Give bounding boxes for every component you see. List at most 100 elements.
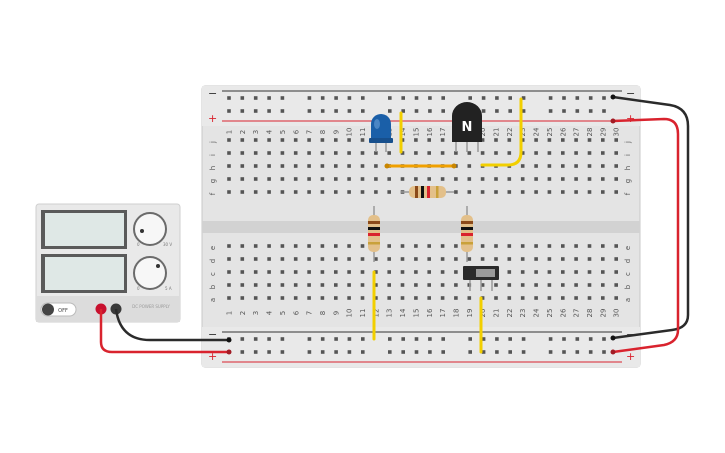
terminal-hole[interactable]	[467, 177, 472, 181]
terminal-hole[interactable]	[400, 283, 405, 287]
terminal-hole[interactable]	[240, 257, 245, 261]
breadboard[interactable]: − + − + − + − + 112233445566778899101011…	[201, 85, 641, 368]
terminal-hole[interactable]	[454, 151, 458, 155]
terminal-hole[interactable]	[614, 244, 618, 248]
rail-hole[interactable]	[495, 109, 499, 113]
terminal-hole[interactable]	[534, 257, 538, 261]
terminal-hole[interactable]	[334, 283, 338, 287]
terminal-hole[interactable]	[494, 138, 498, 142]
terminal-hole[interactable]	[601, 257, 605, 261]
terminal-hole[interactable]	[587, 138, 592, 142]
terminal-hole[interactable]	[414, 296, 418, 300]
terminal-hole[interactable]	[507, 151, 512, 155]
terminal-hole[interactable]	[587, 244, 592, 248]
terminal-hole[interactable]	[267, 296, 271, 300]
current-knob[interactable]	[133, 256, 167, 290]
power-supply[interactable]: 0 30 V 0 5 A OFF DC POWER SUPPLY	[35, 203, 181, 323]
terminal-hole[interactable]	[280, 138, 285, 142]
terminal-hole[interactable]	[374, 190, 378, 194]
rail-hole[interactable]	[240, 109, 245, 113]
terminal-hole[interactable]	[240, 283, 245, 287]
rail-hole[interactable]	[414, 96, 419, 100]
terminal-hole[interactable]	[280, 257, 285, 261]
red-supply-wire-left[interactable]	[99, 309, 232, 355]
terminal-hole[interactable]	[414, 244, 418, 248]
terminal-hole[interactable]	[561, 177, 565, 181]
terminal-hole[interactable]	[307, 270, 311, 274]
rail-hole[interactable]	[227, 96, 231, 100]
terminal-hole[interactable]	[387, 190, 391, 194]
rail-hole[interactable]	[521, 337, 526, 341]
rail-hole[interactable]	[334, 350, 338, 354]
terminal-hole[interactable]	[454, 257, 458, 261]
terminal-hole[interactable]	[293, 138, 298, 142]
rail-hole[interactable]	[428, 96, 432, 100]
terminal-hole[interactable]	[494, 190, 498, 194]
terminal-hole[interactable]	[427, 296, 431, 300]
terminal-hole[interactable]	[293, 177, 298, 181]
rail-hole[interactable]	[575, 337, 580, 341]
resistor-vertical-left[interactable]	[368, 206, 380, 262]
terminal-hole[interactable]	[440, 296, 445, 300]
terminal-hole[interactable]	[280, 151, 285, 155]
terminal-hole[interactable]	[227, 164, 231, 168]
rail-hole[interactable]	[401, 109, 405, 113]
rail-hole[interactable]	[468, 350, 472, 354]
rail-hole[interactable]	[401, 337, 405, 341]
yellow-jumper-wire-2[interactable]	[480, 97, 523, 167]
terminal-hole[interactable]	[440, 177, 445, 181]
terminal-hole[interactable]	[320, 190, 325, 194]
terminal-hole[interactable]	[240, 190, 245, 194]
rail-hole[interactable]	[334, 109, 338, 113]
terminal-hole[interactable]	[427, 283, 431, 287]
terminal-hole[interactable]	[280, 190, 285, 194]
terminal-hole[interactable]	[227, 270, 231, 274]
terminal-hole[interactable]	[307, 164, 311, 168]
terminal-hole[interactable]	[374, 270, 378, 274]
terminal-hole[interactable]	[494, 257, 498, 261]
terminal-hole[interactable]	[547, 283, 552, 287]
terminal-hole[interactable]	[534, 244, 538, 248]
terminal-hole[interactable]	[614, 283, 618, 287]
rail-hole[interactable]	[280, 96, 285, 100]
terminal-hole[interactable]	[320, 177, 325, 181]
rail-hole[interactable]	[307, 109, 312, 113]
blue-led[interactable]	[369, 114, 393, 152]
terminal-hole[interactable]	[480, 138, 485, 142]
rail-hole[interactable]	[562, 109, 566, 113]
rail-hole[interactable]	[361, 96, 365, 100]
terminal-hole[interactable]	[494, 177, 498, 181]
terminal-hole[interactable]	[587, 164, 592, 168]
terminal-hole[interactable]	[480, 177, 485, 181]
rail-hole[interactable]	[481, 109, 486, 113]
rail-hole[interactable]	[267, 337, 271, 341]
rail-hole[interactable]	[267, 96, 271, 100]
red-rail-wire-right[interactable]	[610, 117, 680, 355]
terminal-hole[interactable]	[507, 177, 512, 181]
terminal-hole[interactable]	[454, 283, 458, 287]
rail-hole[interactable]	[388, 350, 392, 354]
terminal-hole[interactable]	[387, 296, 391, 300]
terminal-hole[interactable]	[520, 151, 525, 155]
terminal-hole[interactable]	[614, 257, 618, 261]
terminal-hole[interactable]	[587, 190, 592, 194]
rail-hole[interactable]	[320, 350, 325, 354]
terminal-hole[interactable]	[520, 244, 525, 248]
rail-hole[interactable]	[495, 337, 499, 341]
terminal-hole[interactable]	[267, 177, 271, 181]
rail-hole[interactable]	[588, 96, 593, 100]
terminal-hole[interactable]	[334, 190, 338, 194]
rail-hole[interactable]	[508, 337, 512, 341]
terminal-hole[interactable]	[414, 138, 418, 142]
terminal-hole[interactable]	[561, 257, 565, 261]
rail-hole[interactable]	[240, 350, 245, 354]
terminal-hole[interactable]	[307, 296, 311, 300]
terminal-hole[interactable]	[307, 190, 311, 194]
terminal-hole[interactable]	[267, 257, 271, 261]
terminal-hole[interactable]	[507, 296, 512, 300]
switch-slider[interactable]	[476, 269, 495, 277]
terminal-hole[interactable]	[360, 151, 365, 155]
terminal-hole[interactable]	[601, 244, 605, 248]
terminal-hole[interactable]	[414, 177, 418, 181]
terminal-hole[interactable]	[240, 177, 245, 181]
